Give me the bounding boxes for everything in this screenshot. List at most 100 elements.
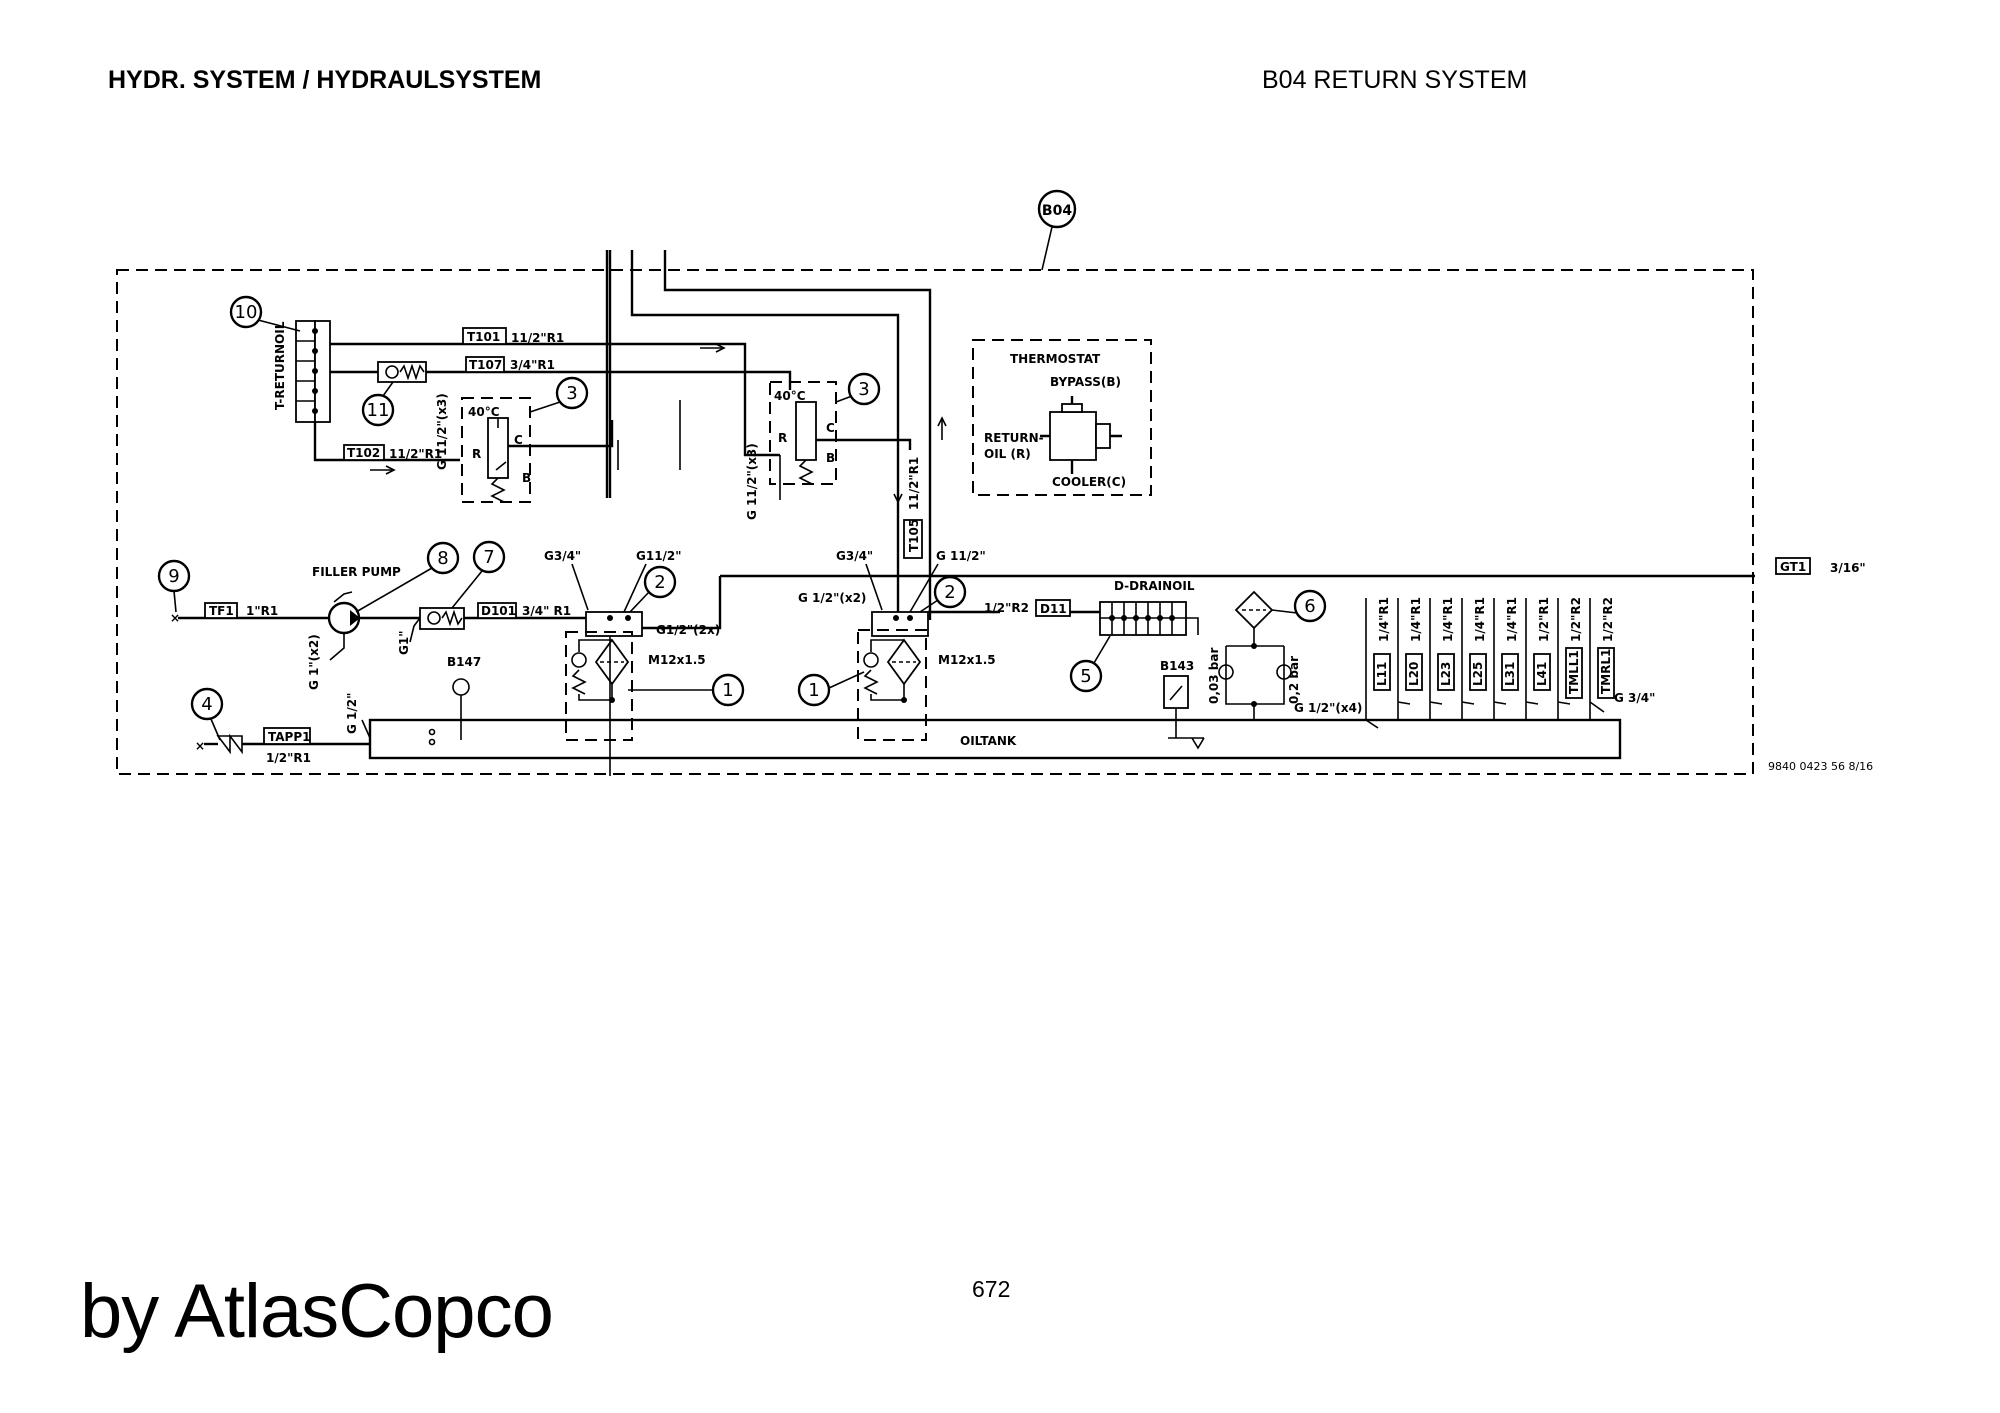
callout-3-left (555, 376, 589, 410)
svg-text:G 1/2"(x2): G 1/2"(x2) (798, 591, 866, 605)
t102-label: T102 (347, 446, 380, 460)
callout-7 (472, 540, 506, 574)
d-drainoil-label: D-DRAINOIL (1114, 579, 1195, 593)
filter-9 (1234, 590, 1274, 630)
svg-text:RETURN-: RETURN- (984, 431, 1044, 445)
d101-label: D101 (481, 604, 516, 618)
d11-label: D11 (1040, 602, 1067, 616)
oiltank-label: OILTANK (960, 734, 1017, 748)
system-tag-circle (1037, 189, 1077, 229)
svg-text:G 1/2": G 1/2" (345, 693, 359, 734)
tmll1-label: TMLL1 (1567, 650, 1581, 694)
filter-left (565, 631, 633, 741)
svg-text:3: 3 (566, 383, 577, 404)
svg-text:B: B (826, 451, 835, 465)
callout-2-right (933, 575, 967, 609)
svg-text:G1/2"(2x): G1/2"(2x) (656, 623, 720, 637)
svg-text:G 3/4": G 3/4" (1614, 691, 1655, 705)
svg-text:OIL (R): OIL (R) (984, 447, 1031, 461)
check-valve-7 (419, 607, 465, 630)
callout-3-right (847, 372, 881, 406)
callout-6 (229, 295, 263, 329)
svg-text:5: 5 (1080, 666, 1091, 687)
svg-text:G 11/2": G 11/2" (936, 549, 986, 563)
svg-text:1/2"R1: 1/2"R1 (1537, 597, 1551, 642)
b143-label: B143 (1160, 659, 1194, 673)
tmrl1-label: TMRL1 (1599, 649, 1613, 694)
page-header-left: HYDR. SYSTEM / HYDRAULSYSTEM (108, 66, 542, 94)
callout-9 (1293, 589, 1327, 623)
brand-watermark: by AtlasCopco (80, 1269, 554, 1354)
svg-text:9: 9 (168, 566, 179, 587)
svg-text:G11/2": G11/2" (636, 549, 682, 563)
svg-text:R: R (472, 447, 481, 461)
svg-text:G 1/2"(x4): G 1/2"(x4) (1294, 701, 1362, 715)
svg-text:G 1"(x2): G 1"(x2) (307, 634, 321, 690)
svg-text:B: B (522, 471, 531, 485)
thermo-valve-right (795, 401, 817, 461)
l23-label: L23 (1439, 662, 1453, 686)
svg-text:3/4" R1: 3/4" R1 (522, 604, 571, 618)
t-returnoil-label: T-RETURNOIL (273, 321, 287, 410)
svg-text:1/4"R1: 1/4"R1 (1377, 597, 1391, 642)
b147-sensor (452, 678, 470, 696)
l41-label: L41 (1535, 662, 1549, 686)
svg-text:0,2 bar: 0,2 bar (1287, 656, 1301, 704)
svg-text:G3/4": G3/4" (836, 549, 873, 563)
svg-text:1/4"R1: 1/4"R1 (1473, 597, 1487, 642)
filler-pump-label: FILLER PUMP (312, 565, 401, 579)
l25-label: L25 (1471, 662, 1485, 686)
l11-label: L11 (1375, 662, 1389, 686)
system-boundary (116, 269, 1754, 775)
callout-1-right (797, 673, 831, 707)
l31-label: L31 (1503, 662, 1517, 686)
drawing-number: 9840 0423 56 8/16 (1768, 760, 1873, 773)
svg-text:7: 7 (483, 547, 494, 568)
svg-text:1/4"R1: 1/4"R1 (1441, 597, 1455, 642)
callout-4 (190, 687, 224, 721)
svg-text:4: 4 (201, 694, 212, 715)
svg-text:3/16": 3/16" (1830, 561, 1866, 575)
svg-text:×: × (170, 611, 180, 625)
svg-text:1"R1: 1"R1 (246, 604, 278, 618)
t107-label: T107 (469, 358, 502, 372)
svg-text:11: 11 (367, 400, 390, 421)
svg-text:M12x1.5: M12x1.5 (648, 653, 706, 667)
svg-text:11/2"R1: 11/2"R1 (389, 447, 442, 461)
callout-2-left (643, 565, 677, 599)
svg-text:40°C: 40°C (774, 389, 806, 403)
svg-text:M12x1.5: M12x1.5 (938, 653, 996, 667)
svg-text:G 11/2"(x3): G 11/2"(x3) (435, 393, 449, 470)
svg-text:11/2"R1: 11/2"R1 (907, 457, 921, 510)
svg-text:G3/4": G3/4" (544, 549, 581, 563)
b147-label: B147 (447, 655, 481, 669)
callout-5 (1069, 659, 1103, 693)
svg-text:×: × (195, 739, 205, 753)
t105-label: T105 (907, 519, 921, 552)
drain-valve (216, 733, 243, 755)
svg-text:1/2"R2: 1/2"R2 (984, 601, 1029, 615)
svg-text:2: 2 (654, 572, 665, 593)
svg-text:1/2"R2: 1/2"R2 (1601, 597, 1615, 642)
svg-text:C: C (514, 433, 523, 447)
thermostat-label: THERMOSTAT (1010, 352, 1101, 366)
l20-label: L20 (1407, 662, 1421, 686)
svg-text:1/2"R1: 1/2"R1 (266, 751, 311, 765)
svg-text:3: 3 (858, 379, 869, 400)
gt1-label: GT1 (1780, 560, 1806, 574)
svg-text:2: 2 (944, 582, 955, 603)
oil-tank (368, 718, 1622, 760)
page-header-right: B04 RETURN SYSTEM (1262, 66, 1528, 94)
callout-10 (361, 393, 395, 427)
svg-text:40°C: 40°C (468, 405, 500, 419)
page-number: 672 (972, 1276, 1011, 1302)
svg-text:G1": G1" (397, 631, 411, 655)
svg-text:11/2"R1: 11/2"R1 (511, 331, 564, 345)
svg-text:0,03 bar: 0,03 bar (1207, 648, 1221, 704)
filter-right (857, 629, 927, 741)
svg-text:C: C (826, 421, 835, 435)
t101-label: T101 (467, 330, 500, 344)
svg-text:1: 1 (722, 680, 733, 701)
svg-text:6: 6 (1304, 596, 1315, 617)
